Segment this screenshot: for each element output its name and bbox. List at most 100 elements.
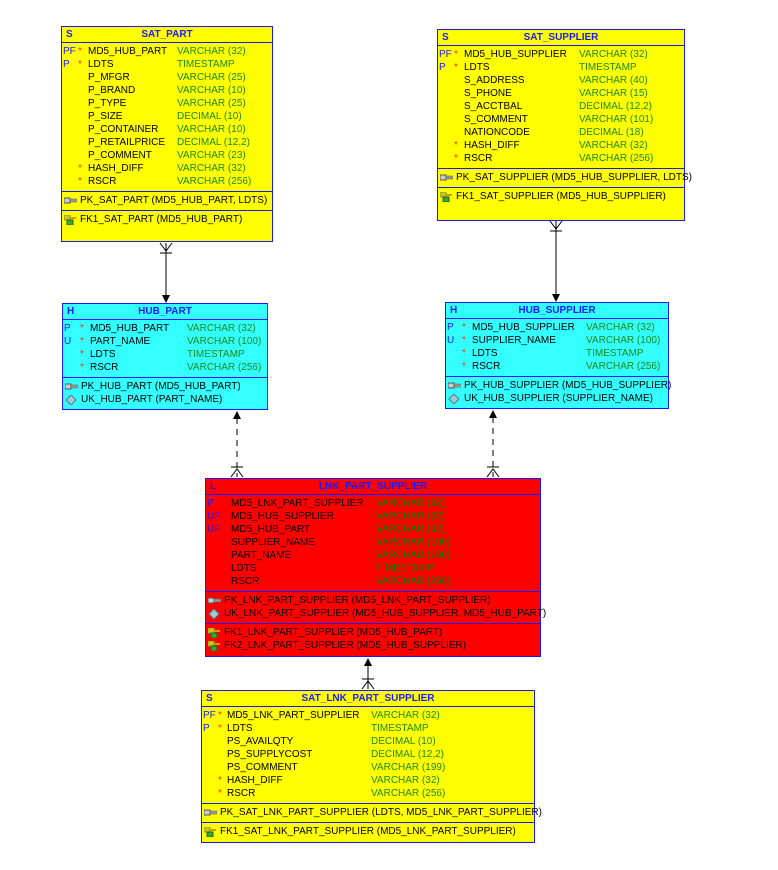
mandatory-marker: * bbox=[80, 336, 84, 347]
column-name: PART_NAME bbox=[90, 336, 151, 347]
key-row[interactable]: UK_HUB_PART (PART_NAME) bbox=[63, 393, 267, 406]
key-row[interactable]: FK1_SAT_SUPPLIER (MD5_HUB_SUPPLIER) bbox=[438, 190, 684, 203]
key-row[interactable]: PK_SAT_SUPPLIER (MD5_HUB_SUPPLIER, LDTS) bbox=[438, 171, 692, 184]
column-name: MD5_HUB_SUPPLIER bbox=[472, 322, 575, 333]
pk-key-icon bbox=[63, 196, 78, 205]
key-row[interactable]: PK_SAT_PART (MD5_HUB_PART, LDTS) bbox=[62, 194, 272, 207]
key-row[interactable]: FK2_LNK_PART_SUPPLIER (MD5_HUB_SUPPLIER) bbox=[206, 639, 540, 652]
column-row[interactable]: PS_SUPPLYCOST DECIMAL (12,2) bbox=[202, 748, 534, 761]
entity-title-bar[interactable]: H HUB_SUPPLIER bbox=[446, 303, 668, 319]
mandatory-marker: * bbox=[462, 348, 466, 359]
column-name: P_MFGR bbox=[88, 72, 130, 83]
column-type: DECIMAL (12,2) bbox=[371, 749, 444, 760]
key-row[interactable]: FK1_SAT_PART (MD5_HUB_PART) bbox=[62, 213, 272, 226]
key-row[interactable]: PK_LNK_PART_SUPPLIER (MD5_LNK_PART_SUPPL… bbox=[206, 594, 540, 607]
entity-name: HUB_PART bbox=[138, 306, 192, 317]
column-name: SUPPLIER_NAME bbox=[231, 537, 315, 548]
column-type: VARCHAR (15) bbox=[579, 88, 648, 99]
column-name: MD5_HUB_PART bbox=[88, 46, 168, 57]
mandatory-marker: * bbox=[80, 323, 84, 334]
column-name: RSCR bbox=[227, 788, 256, 799]
key-label: UK_LNK_PART_SUPPLIER (MD5_HUB_SUPPLIER, … bbox=[224, 608, 547, 619]
entity-name: HUB_SUPPLIER bbox=[518, 305, 596, 316]
mandatory-marker: * bbox=[454, 140, 458, 151]
key-row[interactable]: PK_SAT_LNK_PART_SUPPLIER (LDTS, MD5_LNK_… bbox=[202, 806, 542, 819]
entity-type-label: S bbox=[442, 32, 449, 43]
keys-section: PK_LNK_PART_SUPPLIER (MD5_LNK_PART_SUPPL… bbox=[206, 592, 546, 624]
key-row[interactable]: FK1_SAT_LNK_PART_SUPPLIER (MD5_LNK_PART_… bbox=[202, 825, 534, 838]
keys-section: FK1_SAT_LNK_PART_SUPPLIER (MD5_LNK_PART_… bbox=[202, 823, 534, 841]
column-type: VARCHAR (256) bbox=[177, 176, 252, 187]
entity-type-label: H bbox=[450, 305, 458, 316]
column-name: HASH_DIFF bbox=[227, 775, 283, 786]
key-row[interactable]: UK_LNK_PART_SUPPLIER (MD5_HUB_SUPPLIER, … bbox=[206, 607, 546, 620]
column-name: LDTS bbox=[464, 62, 490, 73]
column-type: VARCHAR (25) bbox=[177, 98, 246, 109]
mandatory-marker: * bbox=[78, 46, 82, 57]
key-row[interactable]: FK1_LNK_PART_SUPPLIER (MD5_HUB_PART) bbox=[206, 626, 540, 639]
key-row[interactable]: PK_HUB_SUPPLIER (MD5_HUB_SUPPLIER) bbox=[446, 379, 671, 392]
uk-diamond-icon bbox=[448, 393, 460, 405]
mandatory-marker: * bbox=[80, 362, 84, 373]
key-row[interactable]: PK_HUB_PART (MD5_HUB_PART) bbox=[63, 380, 267, 393]
key-label: UK_HUB_SUPPLIER (SUPPLIER_NAME) bbox=[464, 393, 653, 404]
column-name: PS_SUPPLYCOST bbox=[227, 749, 313, 760]
key-row[interactable]: UK_HUB_SUPPLIER (SUPPLIER_NAME) bbox=[446, 392, 668, 405]
column-type: TIMESTAMP bbox=[187, 349, 245, 360]
column-key-prefix: U bbox=[447, 335, 455, 346]
